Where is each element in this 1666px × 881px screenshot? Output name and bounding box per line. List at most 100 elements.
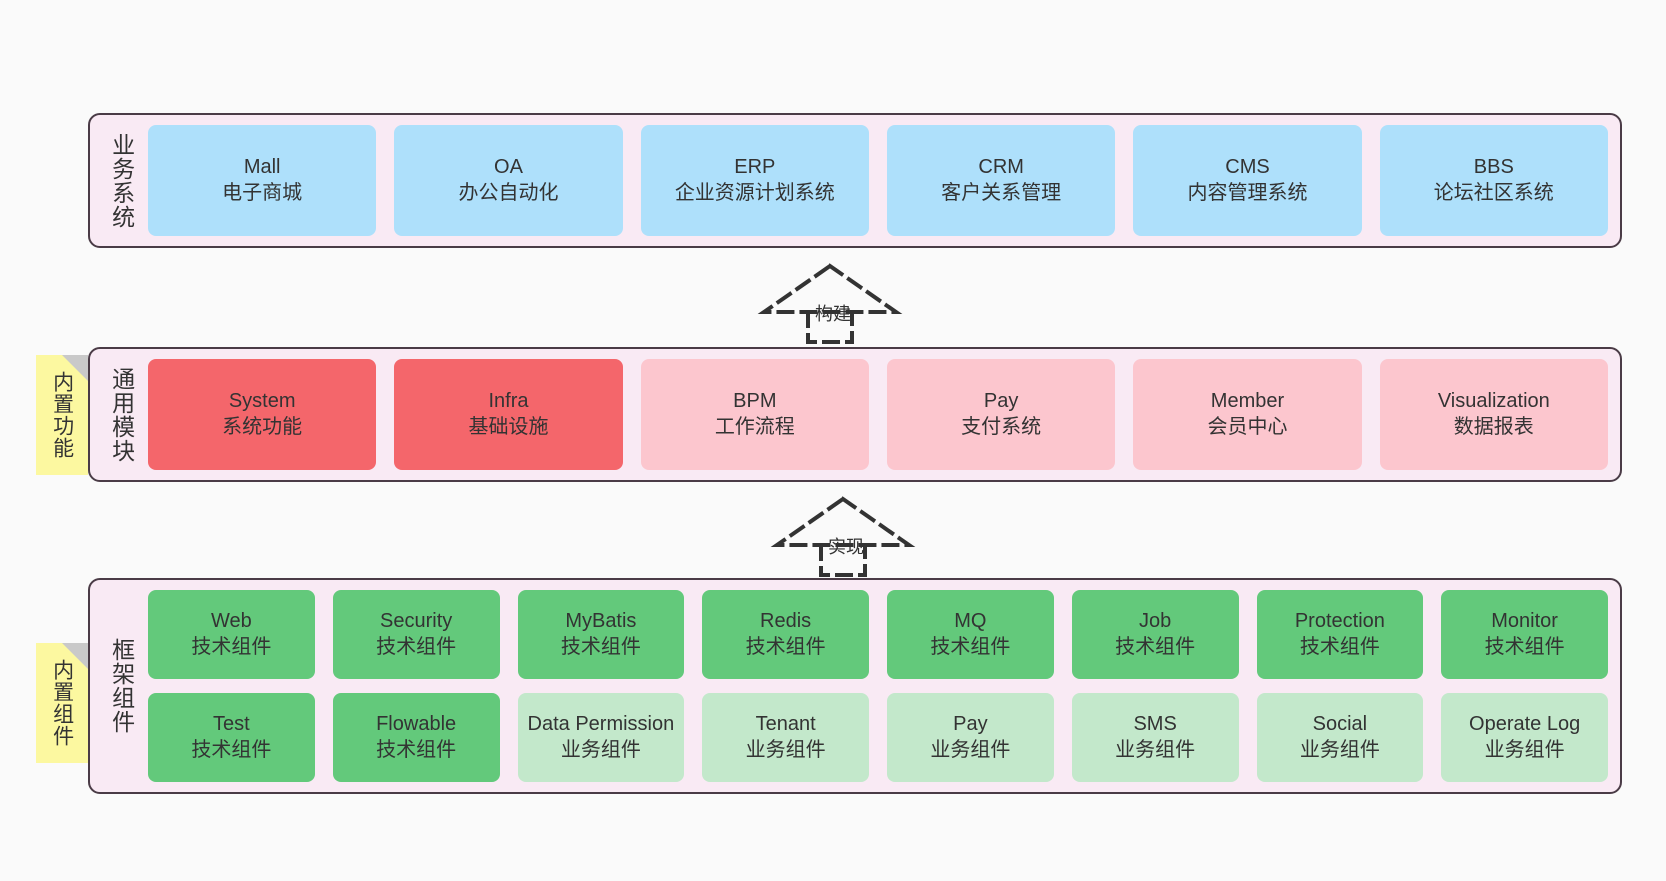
sticky-note-label: 内置组件 xyxy=(50,659,74,747)
card-row: Mall 电子商城 OA 办公自动化 ERP 企业资源计划系统 CRM 客户关系… xyxy=(148,125,1608,236)
connector-build-label: 构建 xyxy=(815,304,851,324)
component-card-job[interactable]: Job 技术组件 xyxy=(1071,590,1239,679)
component-subtitle: 技术组件 xyxy=(191,635,272,658)
module-name: Infra xyxy=(488,389,529,412)
component-subtitle: 技术组件 xyxy=(376,738,457,761)
connector-implement-arrow: 实现 xyxy=(770,495,916,577)
module-card-bbs[interactable]: BBS 论坛社区系统 xyxy=(1379,125,1608,236)
module-subtitle: 客户关系管理 xyxy=(941,181,1062,204)
component-subtitle: 技术组件 xyxy=(1115,635,1196,658)
component-name: Operate Log xyxy=(1469,712,1581,735)
component-name: Pay xyxy=(953,712,988,735)
component-card-test[interactable]: Test 技术组件 xyxy=(148,693,315,782)
layer-title-business-systems: 业务系统 xyxy=(108,132,135,229)
component-name: Flowable xyxy=(376,712,457,735)
module-name: System xyxy=(228,389,296,412)
module-name: Visualization xyxy=(1437,389,1550,412)
connector-implement-label: 实现 xyxy=(828,537,864,557)
component-card-mq[interactable]: MQ 技术组件 xyxy=(887,590,1054,679)
module-name: CRM xyxy=(978,155,1024,178)
component-name: Security xyxy=(380,609,453,632)
layer-body-business-systems: Mall 电子商城 OA 办公自动化 ERP 企业资源计划系统 CRM 客户关系… xyxy=(140,125,1608,236)
component-card-sms[interactable]: SMS 业务组件 xyxy=(1071,693,1239,782)
component-card-operate-log[interactable]: Operate Log 业务组件 xyxy=(1441,693,1608,782)
module-card-visualization[interactable]: Visualization 数据报表 xyxy=(1379,359,1608,470)
module-subtitle: 基础设施 xyxy=(468,415,549,438)
card-row: System 系统功能 Infra 基础设施 BPM 工作流程 Pay 支付系统… xyxy=(148,359,1608,470)
module-subtitle: 支付系统 xyxy=(961,415,1042,438)
module-card-cms[interactable]: CMS 内容管理系统 xyxy=(1133,125,1362,236)
sticky-note-label: 内置功能 xyxy=(50,371,74,459)
module-subtitle: 会员中心 xyxy=(1207,415,1288,438)
module-card-crm[interactable]: CRM 客户关系管理 xyxy=(886,125,1116,236)
component-card-mybatis[interactable]: MyBatis 技术组件 xyxy=(517,590,685,679)
page-fold-icon xyxy=(62,355,88,381)
component-card-pay[interactable]: Pay 业务组件 xyxy=(887,693,1054,782)
component-name: Redis xyxy=(760,609,812,632)
component-name: MQ xyxy=(954,609,987,632)
component-name: Test xyxy=(213,712,250,735)
component-card-flowable[interactable]: Flowable 技术组件 xyxy=(332,693,500,782)
component-subtitle: 技术组件 xyxy=(191,738,272,761)
build-arrow-glyph xyxy=(757,263,903,344)
component-subtitle: 业务组件 xyxy=(1484,738,1565,761)
module-card-mall[interactable]: Mall 电子商城 xyxy=(148,125,377,236)
component-subtitle: 技术组件 xyxy=(376,635,457,658)
module-subtitle: 电子商城 xyxy=(222,181,303,204)
implement-arrow-glyph xyxy=(770,496,916,577)
module-card-pay[interactable]: Pay 支付系统 xyxy=(886,359,1116,470)
component-card-social[interactable]: Social 业务组件 xyxy=(1256,693,1424,782)
module-name: CMS xyxy=(1225,155,1270,178)
component-subtitle: 技术组件 xyxy=(1484,635,1565,658)
module-name: Pay xyxy=(983,389,1019,412)
component-card-tenant[interactable]: Tenant 业务组件 xyxy=(702,693,869,782)
component-subtitle: 业务组件 xyxy=(745,738,826,761)
layer-framework-components: 框架组件 Web 技术组件 Security 技术组件 MyBatis 技术组件… xyxy=(88,578,1622,794)
module-card-oa[interactable]: OA 办公自动化 xyxy=(394,125,623,236)
sticky-note-builtin-features: 内置功能 xyxy=(36,355,88,475)
module-subtitle: 企业资源计划系统 xyxy=(674,181,835,204)
page-fold-icon xyxy=(62,643,88,669)
module-name: Member xyxy=(1210,389,1285,412)
module-subtitle: 系统功能 xyxy=(222,415,303,438)
module-subtitle: 工作流程 xyxy=(714,415,795,438)
module-card-member[interactable]: Member 会员中心 xyxy=(1133,359,1362,470)
component-card-redis[interactable]: Redis 技术组件 xyxy=(702,590,869,679)
component-subtitle: 业务组件 xyxy=(930,738,1011,761)
component-card-web[interactable]: Web 技术组件 xyxy=(148,590,315,679)
component-subtitle: 技术组件 xyxy=(560,635,641,658)
module-name: Mall xyxy=(243,155,281,178)
component-name: Monitor xyxy=(1491,609,1558,632)
component-card-monitor[interactable]: Monitor 技术组件 xyxy=(1441,590,1608,679)
component-name: Social xyxy=(1312,712,1368,735)
module-card-infra[interactable]: Infra 基础设施 xyxy=(394,359,623,470)
component-name: MyBatis xyxy=(565,609,637,632)
module-name: BPM xyxy=(733,389,777,412)
module-card-bpm[interactable]: BPM 工作流程 xyxy=(640,359,869,470)
component-subtitle: 业务组件 xyxy=(560,738,641,761)
layer-title-common-modules: 通用模块 xyxy=(108,366,135,463)
layer-body-framework-components: Web 技术组件 Security 技术组件 MyBatis 技术组件 Redi… xyxy=(140,590,1608,782)
component-card-security[interactable]: Security 技术组件 xyxy=(332,590,500,679)
module-name: BBS xyxy=(1473,155,1514,178)
module-card-erp[interactable]: ERP 企业资源计划系统 xyxy=(640,125,869,236)
module-subtitle: 论坛社区系统 xyxy=(1433,181,1554,204)
layer-business-systems: 业务系统 Mall 电子商城 OA 办公自动化 ERP 企业资源计划系统 CRM… xyxy=(88,113,1622,248)
component-subtitle: 技术组件 xyxy=(1299,635,1380,658)
card-row: Web 技术组件 Security 技术组件 MyBatis 技术组件 Redi… xyxy=(148,590,1608,679)
component-name: Protection xyxy=(1294,609,1385,632)
module-subtitle: 办公自动化 xyxy=(458,181,559,204)
component-name: Data Permission xyxy=(527,712,675,735)
component-card-data-permission[interactable]: Data Permission 业务组件 xyxy=(517,693,685,782)
module-name: OA xyxy=(494,155,523,178)
module-subtitle: 内容管理系统 xyxy=(1187,181,1308,204)
module-name: ERP xyxy=(734,155,776,178)
component-name: Tenant xyxy=(755,712,816,735)
module-subtitle: 数据报表 xyxy=(1453,415,1534,438)
module-card-system[interactable]: System 系统功能 xyxy=(148,359,377,470)
component-card-protection[interactable]: Protection 技术组件 xyxy=(1256,590,1424,679)
card-row: Test 技术组件 Flowable 技术组件 Data Permission … xyxy=(148,693,1608,782)
component-name: Job xyxy=(1139,609,1172,632)
sticky-note-builtin-components: 内置组件 xyxy=(36,643,88,763)
